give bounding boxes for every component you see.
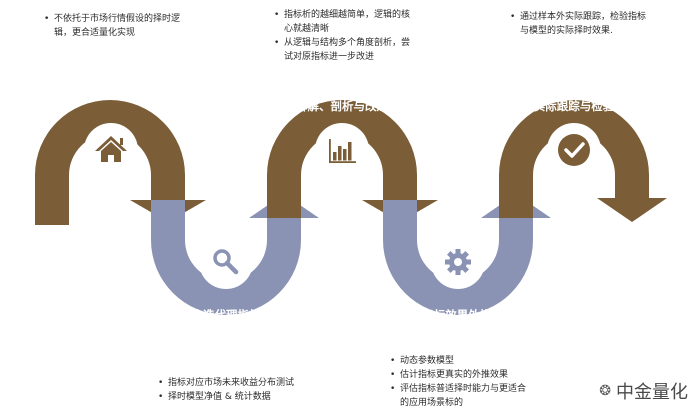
note-stage-2: 指标对应市场未来收益分布测试 择时模型净值 & 统计数据 (156, 376, 356, 404)
note-line: 择时模型净值 & 统计数据 (168, 392, 271, 402)
stage-5-arch (499, 100, 667, 222)
wechat-icon: ❂ (599, 383, 611, 399)
stage-3-arch (267, 100, 438, 222)
note-stage-5: 通过样本外实际跟踪，检验指标 与模型的实际择时效果. (508, 10, 688, 38)
note-stage-3-item-1: 指标析的越细越简单，逻辑的核 心就越清晰 (272, 8, 452, 36)
bar-chart-icon (329, 139, 356, 163)
note-stage-1: 不依托于市场行情假设的择时逻 辑，更合适量化实现 (42, 12, 232, 40)
note-line: 指标析的越细越简单，逻辑的核 (284, 10, 411, 20)
note-line: 试对原指标进一步改进 (284, 52, 375, 62)
stage-1-label: 寻找择时逻辑 (55, 86, 165, 102)
stage-5-label: 指标完成 实际跟踪与检验 (519, 82, 629, 114)
note-line: 指标对应市场未来收益分布测试 (168, 378, 295, 388)
note-stage-2-item-2: 择时模型净值 & 统计数据 (156, 390, 356, 404)
stage-4-u (383, 194, 551, 315)
note-stage-4-item-1: 动态参数模型 (388, 354, 588, 368)
stage-2-u (151, 194, 319, 315)
stage-4-label-line-1: 估计指标效果外推性 & (399, 308, 517, 322)
note-stage-4-item-3: 评估指标普适择时能力与更适合 的应用场景标的 (388, 382, 588, 410)
stage-5-label-line-2: 实际跟踪与检验 (533, 99, 615, 113)
note-line: 心就越清晰 (284, 24, 330, 34)
icon-circle-3 (315, 123, 369, 177)
stage-4-label: 估计指标效果外推性 & 适用场景与标的 (388, 307, 528, 339)
stage-5-label-line-1: 指标完成 (551, 83, 597, 97)
stage-2-label-line-2: 实现择时逻辑 (191, 324, 261, 338)
note-stage-3-item-2: 从逻辑与结构多个角度剖析，尝 试对原指标进一步改进 (272, 36, 452, 64)
stage-3-label: 指标构造的 拆解、剖析与改进 (287, 82, 397, 114)
note-stage-2-item-1: 指标对应市场未来收益分布测试 (156, 376, 356, 390)
watermark: ❂ 中金量化 (599, 378, 688, 404)
note-line: 不依托于市场行情假设的择时逻 (54, 14, 181, 24)
stage-2-label: 构造代理指标 实现择时逻辑 (166, 307, 286, 339)
gear-icon (445, 249, 471, 275)
note-stage-4-item-2: 估计指标更真实的外推效果 (388, 368, 588, 382)
stage-3-label-line-2: 拆解、剖析与改进 (296, 99, 388, 113)
check-circle-icon (558, 134, 590, 166)
note-line: 与模型的实际择时效果. (520, 26, 613, 36)
stage-1-label-line: 寻找择时逻辑 (75, 87, 145, 101)
note-stage-3: 指标析的越细越简单，逻辑的核 心就越清晰 从逻辑与结构多个角度剖析，尝 试对原指… (272, 8, 452, 64)
note-line: 从逻辑与结构多个角度剖析，尝 (284, 38, 411, 48)
stage-3-label-line-1: 指标构造的 (313, 83, 371, 97)
note-line: 通过样本外实际跟踪，检验指标 (520, 12, 647, 22)
watermark-text: 中金量化 (616, 382, 688, 403)
stage-2-label-line-1: 构造代理指标 (191, 308, 261, 322)
note-stage-5-item: 通过样本外实际跟踪，检验指标 与模型的实际择时效果. (508, 10, 688, 38)
search-icon (213, 249, 239, 275)
note-line: 的应用场景标的 (400, 398, 464, 408)
note-line: 评估指标普适择时能力与更适合 (400, 384, 527, 394)
note-line: 估计指标更真实的外推效果 (400, 370, 509, 380)
note-stage-4: 动态参数模型 估计指标更真实的外推效果 评估指标普适择时能力与更适合 的应用场景… (388, 354, 588, 410)
stage-1-arch (35, 100, 206, 225)
note-line: 辑，更合适量化实现 (54, 28, 136, 38)
stage-4-label-line-2: 适用场景与标的 (417, 324, 499, 338)
home-icon (95, 136, 127, 162)
note-line: 动态参数模型 (400, 356, 455, 366)
note-stage-1-item: 不依托于市场行情假设的择时逻 辑，更合适量化实现 (42, 12, 232, 40)
